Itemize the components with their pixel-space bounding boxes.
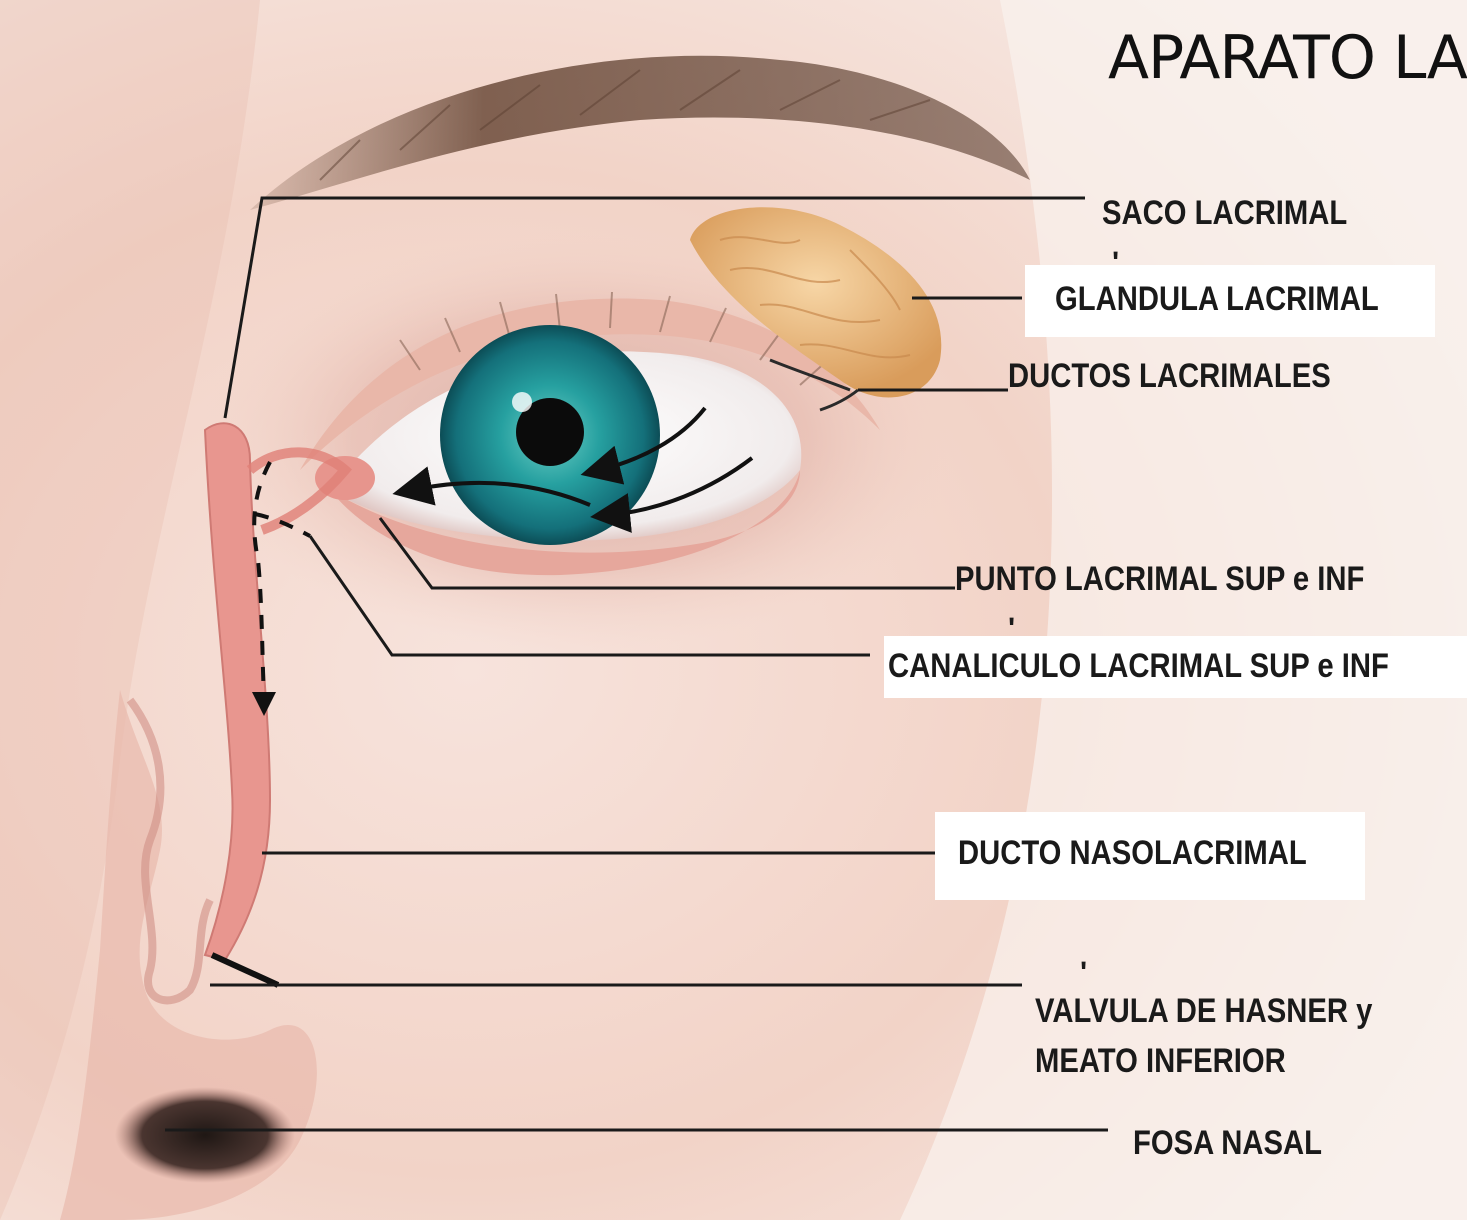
label-fosa-nasal: FOSA NASAL xyxy=(1133,1122,1322,1165)
accent-mark-valvula: ʹ xyxy=(1080,956,1087,990)
accent-mark-canaliculo: ʹ xyxy=(1008,612,1015,646)
label-saco-lacrimal: SACO LACRIMAL xyxy=(1102,192,1347,235)
label-ducto-nasolacrimal: DUCTO NASOLACRIMAL xyxy=(958,832,1307,875)
label-valvula-hasner: VALVULA DE HASNER y xyxy=(1035,990,1372,1033)
slide-title: APARATO LA xyxy=(1108,28,1467,88)
label-canaliculo-lacrimal: CANALICULO LACRIMAL SUP e INF xyxy=(888,645,1389,688)
accent-mark-glandula: ʹ xyxy=(1112,246,1119,280)
label-meato-inferior: MEATO INFERIOR xyxy=(1035,1040,1286,1083)
label-ductos-lacrimales: DUCTOS LACRIMALES xyxy=(1008,355,1331,398)
label-punto-lacrimal: PUNTO LACRIMAL SUP e INF xyxy=(955,558,1364,601)
eye-highlight xyxy=(512,392,532,412)
nostril xyxy=(115,1087,295,1183)
label-glandula-lacrimal: GLANDULA LACRIMAL xyxy=(1055,278,1379,321)
